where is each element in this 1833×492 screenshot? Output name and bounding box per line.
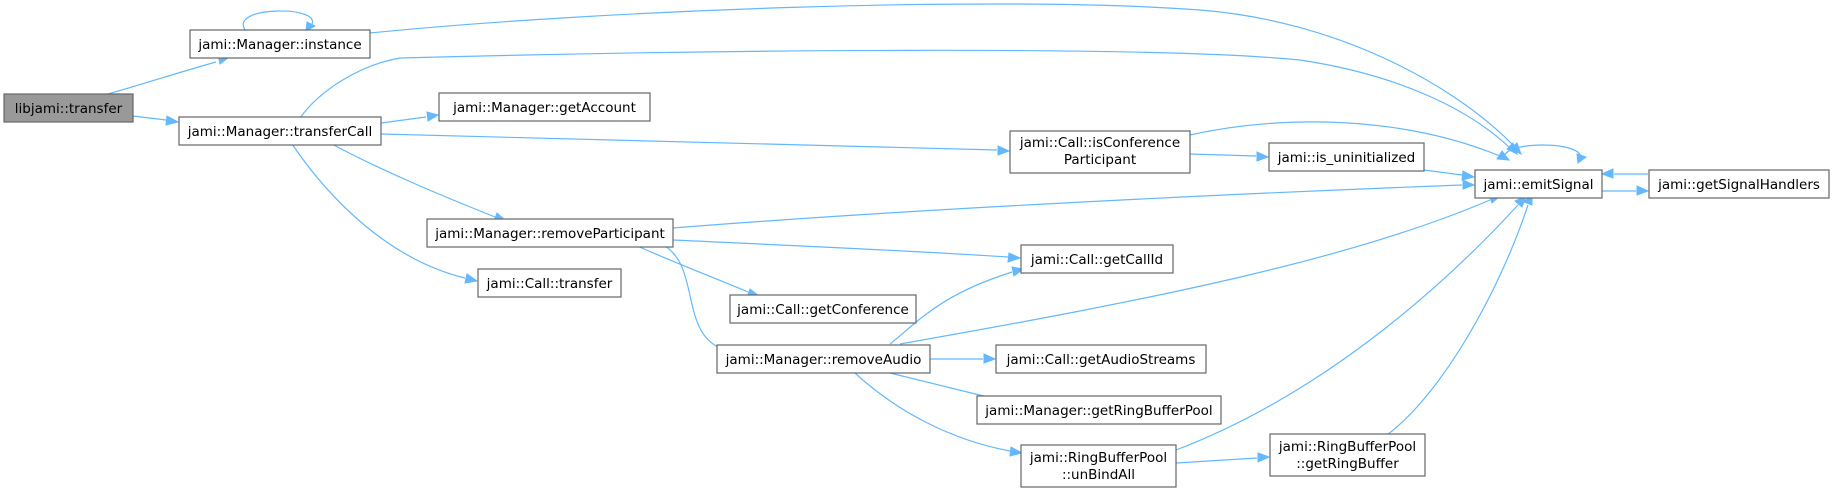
svg-text:::unBindAll: ::unBindAll [1062, 467, 1135, 483]
edge-removeParticipant-getCallId [672, 239, 1022, 263]
svg-text:Participant: Participant [1064, 152, 1136, 168]
svg-text:jami::Manager::instance: jami::Manager::instance [197, 37, 361, 53]
edge-emitSignal-self [1503, 144, 1588, 164]
edge-isUninit-emitSignal [1423, 169, 1476, 181]
svg-text:jami::Manager::removeParticipa: jami::Manager::removeParticipant [434, 226, 665, 242]
svg-text:jami::Call::getCallId: jami::Call::getCallId [1030, 252, 1163, 268]
svg-text:jami::Manager::removeAudio: jami::Manager::removeAudio [725, 352, 922, 368]
svg-text:libjami::transfer: libjami::transfer [15, 101, 123, 117]
svg-text:jami::Call::isConference: jami::Call::isConference [1019, 135, 1180, 151]
edge-instance-self [242, 10, 317, 32]
node-manager-getAccount[interactable]: jami::Manager::getAccount [438, 92, 651, 122]
node-manager-removeAudio[interactable]: jami::Manager::removeAudio [716, 344, 931, 374]
node-manager-removeParticipant[interactable]: jami::Manager::removeParticipant [426, 218, 674, 248]
node-emitSignal[interactable]: jami::emitSignal [1474, 169, 1603, 199]
edge-removeAudio-getCallId [889, 266, 1025, 345]
svg-text:jami::RingBufferPool: jami::RingBufferPool [1278, 439, 1416, 455]
edge-emitSignal-getSignalHandlers [1602, 185, 1650, 196]
edge-transferCall-getAccount [380, 111, 440, 124]
node-manager-getRingBufferPool[interactable]: jami::Manager::getRingBufferPool [976, 395, 1222, 425]
edge-transferCall-callTransfer [291, 143, 479, 284]
svg-text:jami::Manager::transferCall: jami::Manager::transferCall [187, 124, 373, 140]
edge-unBindAll-getRingBuffer [1175, 452, 1271, 464]
edge-removeAudio-emitSignal [899, 194, 1503, 345]
edge-isConference-isUninit [1189, 151, 1270, 162]
svg-text:jami::Call::transfer: jami::Call::transfer [486, 276, 613, 292]
node-call-getAudioStreams[interactable]: jami::Call::getAudioStreams [995, 344, 1207, 374]
node-call-isConferenceParticipant[interactable]: jami::Call::isConference Participant [1009, 130, 1191, 174]
edge-removeParticipant-emitSignal [672, 179, 1476, 229]
svg-text:jami::Call::getAudioStreams: jami::Call::getAudioStreams [1006, 352, 1196, 368]
svg-text:jami::is_uninitialized: jami::is_uninitialized [1277, 150, 1416, 166]
node-call-transfer[interactable]: jami::Call::transfer [477, 268, 622, 298]
edge-removeParticipant-getConference [634, 244, 761, 298]
edge-getSignalHandlers-emitSignal [1600, 168, 1648, 179]
node-call-getConference[interactable]: jami::Call::getConference [729, 294, 917, 324]
node-manager-transferCall[interactable]: jami::Manager::transferCall [178, 116, 382, 146]
edge-instance-emitSignal [369, 3, 1522, 155]
edge-removeAudio-getAudioStreams [930, 353, 997, 364]
node-call-getCallId[interactable]: jami::Call::getCallId [1020, 244, 1174, 274]
edge-unBindAll-emitSignal [1175, 195, 1527, 451]
edge-root-transferCall [132, 115, 180, 126]
edge-getRingBuffer-emitSignal [1379, 191, 1533, 441]
svg-text:jami::emitSignal: jami::emitSignal [1483, 177, 1594, 193]
node-libjami-transfer[interactable]: libjami::transfer [3, 93, 134, 123]
svg-text:jami::Call::getConference: jami::Call::getConference [736, 302, 909, 318]
edge-isConference-emitSignal [1189, 121, 1511, 161]
svg-text:jami::Manager::getAccount: jami::Manager::getAccount [452, 100, 636, 116]
edge-transferCall-isConference [380, 133, 1011, 156]
edge-removeAudio-unBindAll [854, 372, 1024, 457]
svg-text:::getRingBuffer: ::getRingBuffer [1296, 456, 1399, 472]
edge-transferCall-removeParticipant [329, 142, 508, 222]
svg-text:jami::Manager::getRingBufferPo: jami::Manager::getRingBufferPool [984, 403, 1212, 419]
node-is-uninitialized[interactable]: jami::is_uninitialized [1268, 142, 1425, 172]
node-ringBufferPool-unBindAll[interactable]: jami::RingBufferPool ::unBindAll [1020, 444, 1177, 488]
edge-root-instance [107, 54, 230, 95]
node-ringBufferPool-getRingBuffer[interactable]: jami::RingBufferPool ::getRingBuffer [1269, 433, 1426, 477]
node-getSignalHandlers[interactable]: jami::getSignalHandlers [1648, 169, 1830, 199]
svg-text:jami::RingBufferPool: jami::RingBufferPool [1029, 450, 1167, 466]
node-manager-instance[interactable]: jami::Manager::instance [189, 29, 371, 59]
svg-text:jami::getSignalHandlers: jami::getSignalHandlers [1657, 177, 1820, 193]
